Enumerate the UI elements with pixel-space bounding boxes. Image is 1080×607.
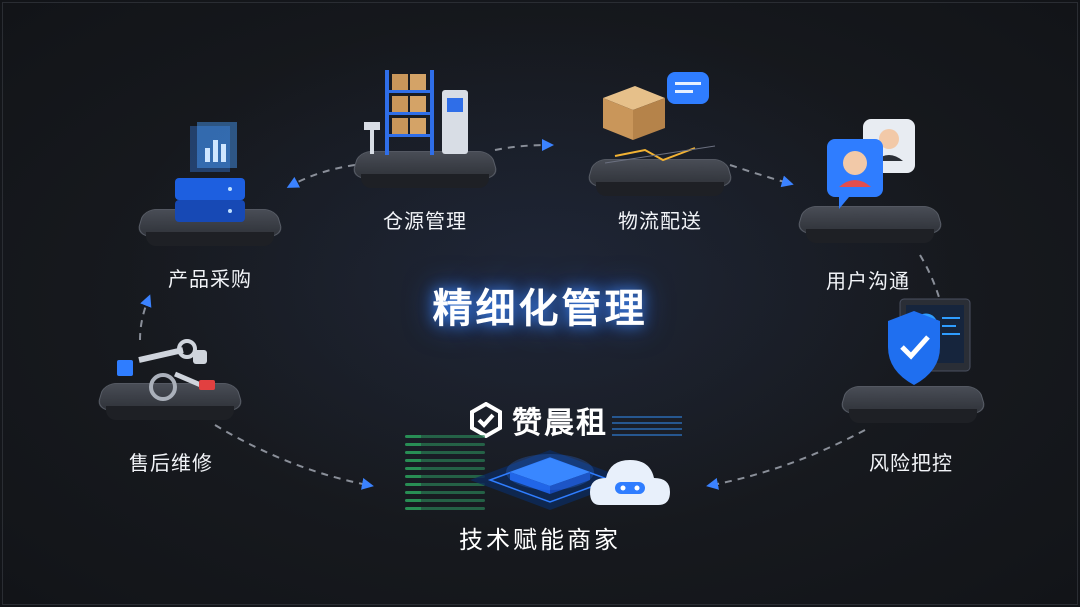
warehouse-shelf-icon <box>364 70 468 155</box>
node-plate <box>95 378 245 422</box>
chat-users-icon <box>827 119 915 209</box>
node-risk-control <box>838 295 988 425</box>
tools-icon <box>117 339 215 401</box>
step-label-risk: 风险把控 <box>869 451 953 475</box>
node-product-purchase <box>135 118 285 248</box>
circuit-lines-decoration <box>612 412 682 440</box>
center-label: 技术赋能商家 <box>459 526 621 554</box>
brand-name: 赞晨租 <box>512 406 608 441</box>
node-plate <box>795 201 945 245</box>
connector-warehouse-to-purchase <box>286 164 356 188</box>
node-logistics <box>585 68 735 198</box>
connector-logistics-to-users <box>729 164 794 188</box>
connector-repair-to-center <box>214 424 374 490</box>
step-label-warehouse: 仓源管理 <box>383 209 467 233</box>
step-label-repair: 售后维修 <box>129 451 213 475</box>
shield-check-icon <box>888 298 971 385</box>
server-chart-icon <box>175 122 245 222</box>
node-plate <box>350 146 500 190</box>
brand-logo-icon <box>470 402 502 438</box>
node-user-communication <box>795 115 945 245</box>
node-plate <box>585 154 735 198</box>
connector-warehouse-to-logistics <box>494 139 554 152</box>
step-label-purchase: 产品采购 <box>168 267 252 291</box>
node-plate <box>838 381 988 425</box>
logistics-box-icon <box>603 72 716 164</box>
code-lines-decoration <box>405 430 485 515</box>
step-label-logistics: 物流配送 <box>618 209 702 233</box>
brand-lockup: 赞晨租 <box>468 398 608 442</box>
diagram-title: 精细化管理 <box>432 286 648 332</box>
node-plate <box>135 204 285 248</box>
connector-risk-to-center <box>706 429 866 490</box>
chip-cloud-graphic <box>470 450 670 510</box>
node-warehouse <box>350 60 500 190</box>
connector-repair-to-purchase <box>139 294 152 341</box>
step-label-users: 用户沟通 <box>826 269 910 293</box>
node-after-sales <box>95 292 245 422</box>
